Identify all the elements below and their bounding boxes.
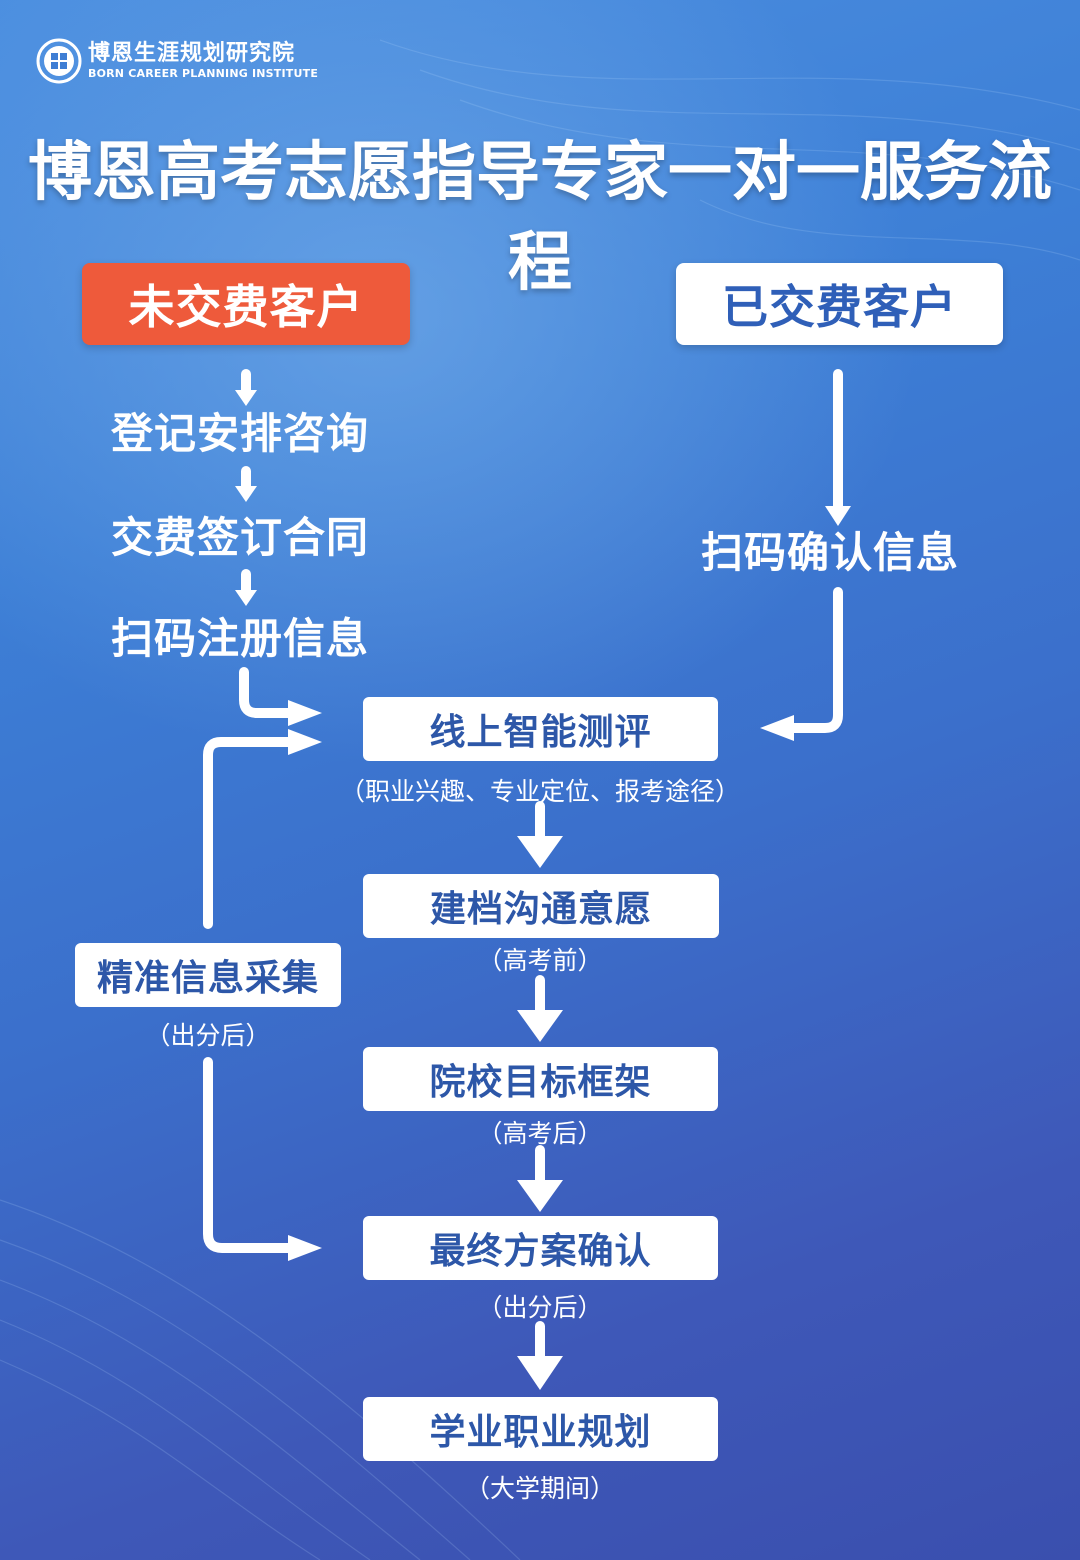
step-scan-register-info: 扫码注册信息 <box>111 614 370 663</box>
connector-collect-to-final <box>203 1057 295 1253</box>
connector-scan-to-evaluation <box>239 667 295 718</box>
box-school-framework: 院校目标框架 <box>363 1047 718 1111</box>
box-career-planning: 学业职业规划 <box>363 1397 718 1461</box>
step-register-consult: 登记安排咨询 <box>111 409 370 458</box>
box-online-evaluation: 线上智能测评 <box>363 697 718 761</box>
institute-logo: 博恩生涯规划研究院 BORN CAREER PLANNING INSTITUTE <box>36 38 318 84</box>
connector-confirm-to-evaluation <box>787 587 843 733</box>
page-title: 博恩高考志愿指导专家一对一服务流程 <box>28 136 1052 300</box>
unpaid-client-tag: 未交费客户 <box>82 263 410 345</box>
step-pay-sign-contract: 交费签订合同 <box>111 513 370 562</box>
note-online-evaluation: （职业兴趣、专业定位、报考途径） <box>339 777 740 806</box>
paid-client-tag: 已交费客户 <box>676 263 1003 345</box>
logo-seal-icon <box>36 38 82 84</box>
note-precise-info-collection: （出分后） <box>145 1021 271 1050</box>
logo-name-cn: 博恩生涯规划研究院 <box>88 41 296 66</box>
note-school-framework: （高考后） <box>477 1119 603 1148</box>
note-final-plan: （出分后） <box>477 1293 603 1322</box>
box-precise-info-collection: 精准信息采集 <box>75 943 341 1007</box>
box-archive-communication: 建档沟通意愿 <box>363 874 719 938</box>
note-archive-communication: （高考前） <box>477 946 603 975</box>
connector-collect-to-evaluation <box>203 737 295 929</box>
logo-name-en: BORN CAREER PLANNING INSTITUTE <box>88 67 319 80</box>
note-career-planning: （大学期间） <box>464 1474 615 1503</box>
box-final-plan: 最终方案确认 <box>363 1216 718 1280</box>
step-scan-confirm-info: 扫码确认信息 <box>701 528 960 577</box>
